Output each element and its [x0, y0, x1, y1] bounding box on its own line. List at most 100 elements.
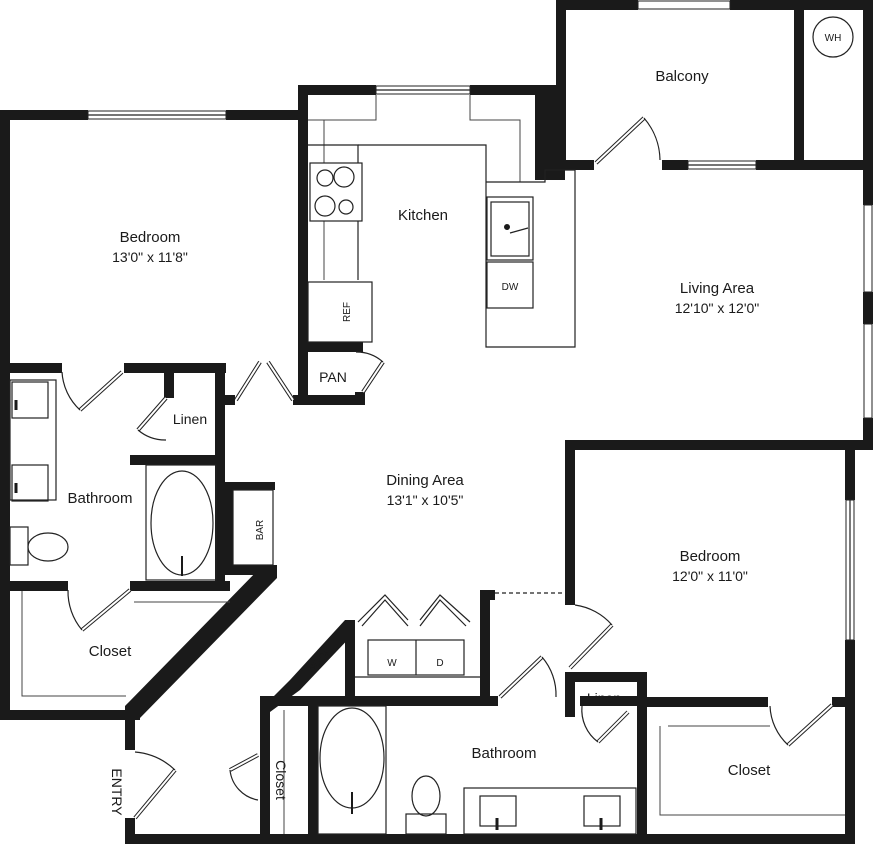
laundry-door-b[interactable]: [419, 594, 471, 623]
wall-closet-top-a: [0, 581, 68, 591]
wall-linen-left: [164, 373, 174, 398]
wall-closet2-top-b: [832, 697, 852, 707]
wall-balcony-bottom-b: [662, 160, 688, 170]
doors[interactable]: [61, 116, 834, 820]
entry-door-swing: [134, 751, 176, 771]
wall-right-a: [863, 160, 873, 205]
linen2-door-swing: [581, 705, 599, 743]
wall-pantry-top: [308, 342, 363, 352]
sink-basin: [490, 201, 530, 257]
water-heater-label: WH: [825, 33, 842, 44]
bedroom-main-dims: 13'0" x 11'8": [112, 249, 188, 265]
wall-bar-bottom: [225, 565, 277, 575]
window-right-a: [863, 204, 873, 293]
vanity: [9, 379, 57, 501]
wall-linen2-left: [565, 672, 575, 717]
refrigerator: [307, 281, 373, 343]
wall-pantry-bottom: [308, 395, 365, 405]
dishwasher: [486, 261, 534, 309]
wall-top-kitchen-a: [298, 85, 376, 95]
counter-top-right: [469, 95, 521, 182]
dishwasher-label: DW: [502, 282, 519, 293]
laundry-door-a[interactable]: [357, 594, 409, 623]
faucet-icon: [504, 224, 510, 230]
toilet-icon: [27, 532, 69, 562]
burner-4-icon: [338, 199, 354, 215]
wall-entry-closet-left: [260, 696, 270, 844]
wall-laundry-right: [480, 590, 490, 705]
bedroom-main-name: Bedroom: [120, 229, 181, 246]
kitchen-island: [485, 169, 576, 348]
water-heater-icon: [812, 16, 854, 58]
wall-bottom: [125, 834, 855, 844]
pantry-door-swing: [355, 351, 384, 363]
sink: [486, 196, 534, 261]
bathroom-main-name: Bathroom: [67, 490, 132, 507]
linen-main-name: Linen: [173, 411, 207, 427]
wall-top-bedroom-a: [0, 110, 88, 120]
wall-right-b: [863, 292, 873, 324]
bedroom-second-dims: 12'0" x 11'0": [672, 568, 748, 584]
closet-main-name: Closet: [89, 643, 132, 660]
burner-3-icon: [314, 195, 336, 217]
wall-linen2-top: [565, 672, 647, 682]
bedroom-second-name: Bedroom: [680, 548, 741, 565]
living-dims: 12'10" x 12'0": [675, 300, 760, 316]
wall-bedroom-door-jamb: [225, 395, 235, 405]
bathtub: [145, 464, 217, 581]
wall-bath2-top-right: [580, 696, 646, 706]
burner-2-icon: [333, 166, 355, 188]
wall-bedroom2-right-a: [845, 440, 855, 500]
bath2-door-swing: [541, 656, 557, 698]
dining-dims: 13'1" x 10'5": [387, 492, 464, 508]
dryer-label: D: [436, 658, 443, 669]
wall-wh-left: [794, 0, 804, 170]
wall-bedroom2-top: [565, 440, 873, 450]
wall-nook-bottom: [260, 680, 300, 712]
bath-door-swing: [61, 371, 81, 411]
wall-entry-left-a: [125, 710, 135, 750]
bedroom2-door-swing: [574, 604, 613, 626]
wall-diagonal: [125, 566, 277, 718]
bathroom-second-name: Bathroom: [471, 745, 536, 762]
bath-main-fixtures: BAR: [9, 379, 274, 697]
windows: [87, 0, 873, 641]
dining-name: Dining Area: [386, 472, 464, 489]
sink-1: [11, 381, 49, 419]
closet-shelf: [21, 591, 126, 697]
room-labels: Bedroom 13'0" x 11'8" Kitchen Balcony Li…: [67, 68, 771, 816]
wall-bar-top: [225, 482, 275, 490]
wall-linen-bottom: [130, 455, 220, 465]
wall-balcony-top-a: [556, 0, 638, 10]
faucet-handle-icon: [509, 227, 529, 234]
vanity-2: [463, 787, 637, 835]
refrigerator-label: REF: [342, 302, 353, 322]
bar-label: BAR: [255, 520, 266, 541]
wall-closet-bottom: [0, 710, 140, 720]
closet2-door-swing: [769, 705, 789, 746]
wall-bath-top-b: [124, 363, 226, 373]
bath-second-fixtures: [283, 705, 845, 835]
wall-bedroom2-right-b: [845, 640, 855, 844]
wall-balcony-bottom-a: [556, 160, 594, 170]
wall-bath-right: [215, 363, 225, 585]
entry-name: ENTRY: [109, 768, 125, 816]
wall-nook-diagonal: [290, 620, 355, 690]
wall-hall-top: [480, 590, 495, 600]
kitchen-name: Kitchen: [398, 207, 448, 224]
wall-kitchen-jamb: [293, 395, 308, 405]
wall-bedroom2-left: [565, 440, 575, 605]
wall-closet2-left: [637, 672, 647, 844]
wall-bath2-left: [308, 700, 318, 844]
wall-bath-top-a: [0, 363, 62, 373]
entry-closet-door-swing: [229, 769, 259, 801]
living-name: Living Area: [680, 280, 755, 297]
wall-balcony-left: [556, 0, 566, 170]
closet2-shelf: [659, 726, 845, 816]
balcony-door-swing: [643, 117, 661, 161]
wall-balcony-bottom-c: [756, 160, 873, 170]
wall-bath2-top: [260, 696, 498, 706]
window-right-b: [863, 323, 873, 419]
laundry: W D: [355, 639, 480, 678]
